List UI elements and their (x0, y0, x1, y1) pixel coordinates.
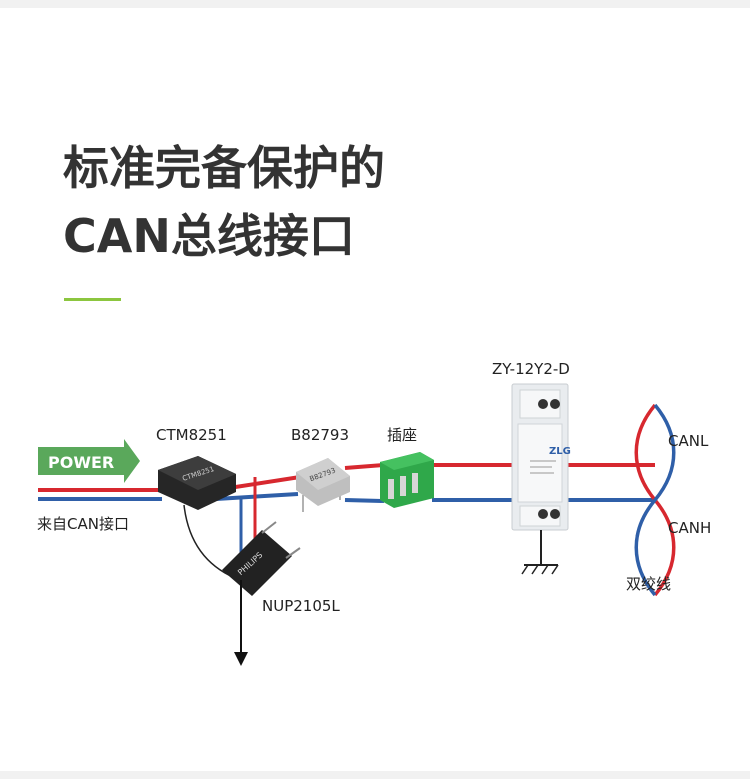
socket-label: 插座 (387, 426, 417, 444)
canl-wire (38, 463, 655, 492)
terminal-socket (380, 452, 434, 508)
title-line-1: 标准完备保护的 (63, 141, 385, 195)
protector-brand: ZLG (549, 446, 571, 457)
canh-label: CANH (668, 519, 711, 537)
canh-wire (38, 492, 655, 503)
earth-ground-icon (521, 530, 559, 575)
title-line-2: CAN总线接口 (63, 209, 355, 263)
ctm8251-label: CTM8251 (156, 426, 227, 444)
b82793-choke: B82793 (296, 458, 350, 512)
power-label: POWER (48, 453, 114, 472)
twisted-pair-label: 双绞线 (626, 575, 671, 593)
power-arrow: POWER (38, 439, 140, 483)
ctm8251-module: CTM8251 (158, 456, 236, 510)
title-accent-line (64, 298, 121, 301)
nup2105l-chip: PHILIPS (222, 521, 301, 596)
bottom-strip (0, 771, 750, 779)
top-strip (0, 0, 750, 8)
canl-label: CANL (668, 432, 709, 450)
ground-arrow (234, 652, 248, 666)
zy-12y2-d-protector: ZLG (511, 383, 571, 531)
source-label: 来自CAN接口 (37, 515, 129, 533)
page-title: 标准完备保护的 CAN总线接口 (63, 134, 385, 270)
b82793-label: B82793 (291, 426, 349, 444)
nup2105l-label: NUP2105L (262, 597, 340, 615)
twisted-pair-blue (634, 403, 676, 597)
protector-label: ZY-12Y2-D (492, 360, 570, 378)
